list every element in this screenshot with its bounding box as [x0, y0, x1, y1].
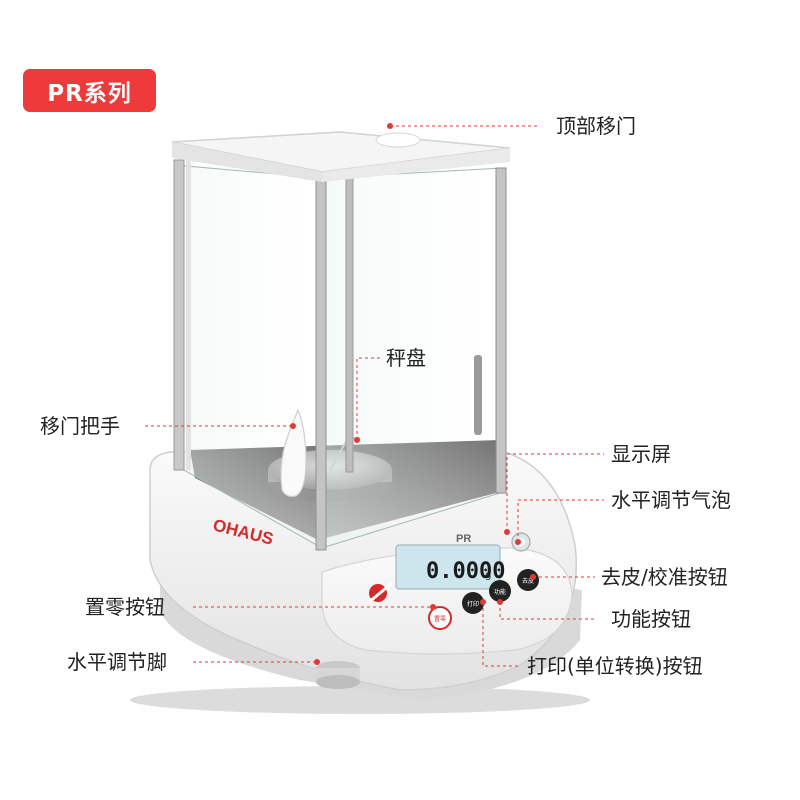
callout-line-display	[506, 453, 604, 532]
label-leveling-foot: 水平调节脚	[67, 650, 167, 674]
callout-line-function	[499, 602, 595, 620]
label-door-handle: 移门把手	[40, 414, 120, 438]
callout-line-pan	[356, 357, 380, 440]
frame-post-left-back-highlight	[186, 160, 191, 470]
frame-post-front-left	[315, 177, 327, 551]
tare-button[interactable]: 去皮	[517, 569, 539, 591]
label-print-button: 打印(单位转换)按钮	[527, 654, 703, 678]
door-handle	[280, 408, 307, 497]
callout-line-bubble	[517, 499, 604, 542]
frame-post-back-right	[345, 171, 354, 473]
label-function-button: 功能按钮	[611, 607, 691, 631]
frame-post-front-right	[495, 167, 507, 494]
top-cover-front-edge	[322, 148, 510, 182]
base-shadow	[130, 686, 590, 714]
svg-text:去皮: 去皮	[522, 577, 534, 585]
svg-text:功能: 功能	[494, 588, 506, 596]
frame-post-left-back	[173, 159, 185, 471]
label-top-door: 顶部移门	[556, 114, 636, 138]
ohaus-symbol	[367, 581, 393, 605]
top-door-grip	[375, 132, 421, 148]
function-button[interactable]: 功能	[489, 580, 511, 602]
series-badge: PR系列	[23, 69, 156, 112]
zero-button[interactable]: 置零	[428, 606, 452, 630]
callout-lines	[145, 125, 604, 667]
svg-text:置零: 置零	[434, 616, 446, 623]
label-weighing-pan: 秤盘	[386, 346, 426, 370]
label-zero-button: 置零按钮	[85, 595, 165, 619]
lcd-display	[395, 544, 501, 590]
side-door-handle	[474, 355, 482, 435]
svg-text:打印: 打印	[467, 600, 479, 608]
label-level-bubble: 水平调节气泡	[611, 488, 731, 512]
top-cover-left-edge	[172, 142, 322, 182]
print-button[interactable]: 打印	[462, 592, 484, 614]
label-display: 显示屏	[611, 442, 671, 466]
foot-bottom	[316, 675, 360, 689]
display-reading: 0.0000	[426, 559, 505, 584]
model-logo: PR	[456, 533, 471, 545]
label-tare-button: 去皮/校准按钮	[601, 565, 728, 589]
display-unit: g	[485, 570, 491, 581]
callout-dots	[290, 123, 536, 665]
